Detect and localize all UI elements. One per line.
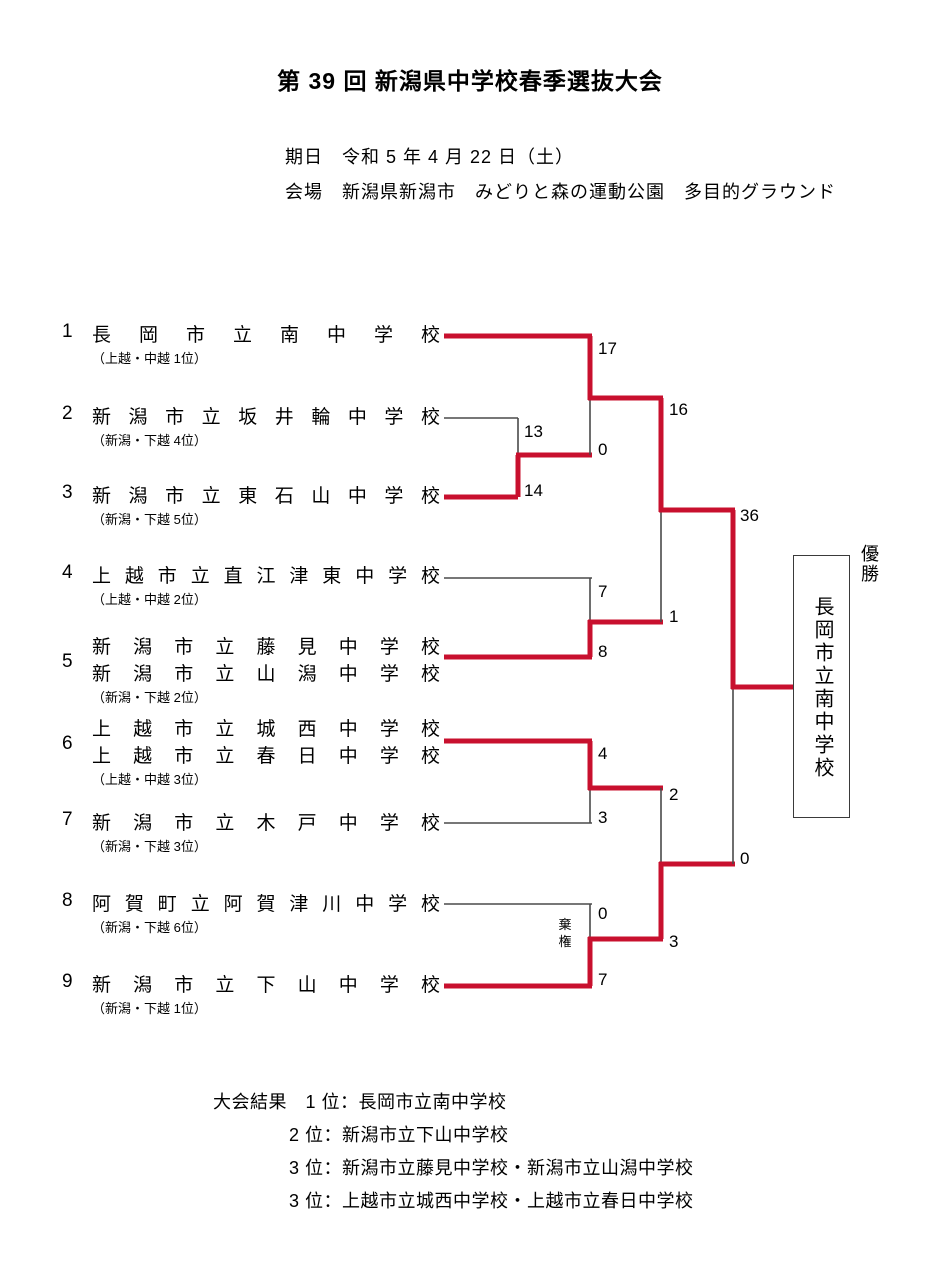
entry-names: 新潟市立東石山中学校 （新潟・下越 5位） <box>92 483 440 530</box>
score-r2-upper-lower: 0 <box>598 440 607 459</box>
entry-seed: 9 <box>62 971 73 992</box>
entry-names: 上越市立直江津東中学校 （上越・中越 2位） <box>92 563 440 610</box>
entry-school: 新潟市立藤見中学校 <box>92 637 440 658</box>
entry-school: 新潟市立山潟中学校 <box>92 664 440 685</box>
entry-qualification: （上越・中越 1位） <box>92 351 207 366</box>
results-line: 大会結果 1 位：長岡市立南中学校 <box>213 1086 694 1119</box>
score-r1-seed5: 8 <box>598 642 607 661</box>
entry-seed: 7 <box>62 809 73 830</box>
score-r2-lower-lower: 3 <box>669 932 678 951</box>
entry-seed: 1 <box>62 321 73 342</box>
entry-names: 新潟市立下山中学校 （新潟・下越 1位） <box>92 972 440 1019</box>
entry-school: 阿賀町立阿賀津川中学校 <box>92 894 440 915</box>
entry-qualification: （上越・中越 3位） <box>92 772 207 787</box>
results-line: 3 位：新潟市立藤見中学校・新潟市立山潟中学校 <box>213 1152 694 1185</box>
entry-names: 上越市立城西中学校 上越市立春日中学校 （上越・中越 3位） <box>92 716 440 790</box>
entry-school: 長岡市立南中学校 <box>92 325 440 346</box>
entry-names: 新潟市立坂井輪中学校 （新潟・下越 4位） <box>92 404 440 451</box>
results-rank-3a: 3 位：新潟市立藤見中学校・新潟市立山潟中学校 <box>289 1158 694 1178</box>
entry-qualification: （新潟・下越 2位） <box>92 690 207 705</box>
entry-seed: 3 <box>62 482 73 503</box>
entry-names: 長岡市立南中学校 （上越・中越 1位） <box>92 322 440 369</box>
entry-qualification: （新潟・下越 3位） <box>92 839 207 854</box>
entry-seed: 2 <box>62 403 73 424</box>
score-r1-seed2: 13 <box>524 422 543 441</box>
score-r3-upper: 16 <box>669 400 688 419</box>
entry-school: 上越市立直江津東中学校 <box>92 566 440 587</box>
results-line: 3 位：上越市立城西中学校・上越市立春日中学校 <box>213 1185 694 1218</box>
results-rank-3b: 3 位：上越市立城西中学校・上越市立春日中学校 <box>289 1191 694 1211</box>
score-semi-lower: 0 <box>740 849 749 868</box>
entry-seed: 5 <box>62 651 73 672</box>
entry-school: 新潟市立坂井輪中学校 <box>92 407 440 428</box>
score-semi-upper: 36 <box>740 506 759 525</box>
entry-names: 新潟市立藤見中学校 新潟市立山潟中学校 （新潟・下越 2位） <box>92 634 440 708</box>
champion-label: 優勝 <box>859 544 879 584</box>
entry-seed: 4 <box>62 562 73 583</box>
event-date: 期日 令和 5 年 4 月 22 日（土） <box>285 147 575 167</box>
entry-list: 1 長岡市立南中学校 （上越・中越 1位） 2 新潟市立坂井輪中学校 （新潟・下… <box>0 0 460 1060</box>
entry-school: 上越市立城西中学校 <box>92 719 440 740</box>
entry-names: 新潟市立木戸中学校 （新潟・下越 3位） <box>92 810 440 857</box>
entry-school: 新潟市立東石山中学校 <box>92 486 440 507</box>
entry-qualification: （新潟・下越 4位） <box>92 433 207 448</box>
results-rank-2: 2 位：新潟市立下山中学校 <box>289 1125 509 1145</box>
entry-school: 上越市立春日中学校 <box>92 746 440 767</box>
entry-school: 新潟市立下山中学校 <box>92 975 440 996</box>
score-r1-seed9: 7 <box>598 970 607 989</box>
entry-qualification: （新潟・下越 6位） <box>92 920 207 935</box>
entry-seed: 6 <box>62 733 73 754</box>
results-line: 2 位：新潟市立下山中学校 <box>213 1119 694 1152</box>
entry-qualification: （上越・中越 2位） <box>92 592 207 607</box>
entry-school: 新潟市立木戸中学校 <box>92 813 440 834</box>
event-meta: 期日 令和 5 年 4 月 22 日（土） 会場 新潟県新潟市 みどりと森の運動… <box>285 140 836 210</box>
entry-qualification: （新潟・下越 5位） <box>92 512 207 527</box>
champion-name: 長岡市立南中学校 <box>811 595 833 780</box>
champion-box: 長岡市立南中学校 <box>793 555 850 818</box>
score-r1-seed7: 3 <box>598 808 607 827</box>
forfeit-note-char2: 権 <box>558 934 571 949</box>
score-r1-seed6: 4 <box>598 744 607 763</box>
entry-seed: 8 <box>62 890 73 911</box>
entry-names: 阿賀町立阿賀津川中学校 （新潟・下越 6位） <box>92 891 440 938</box>
score-r1-seed4: 7 <box>598 582 607 601</box>
results-rank-1: 1 位：長岡市立南中学校 <box>305 1092 507 1112</box>
score-r1-seed8: 0 <box>598 904 607 923</box>
forfeit-note-char1: 棄 <box>558 917 571 932</box>
results-section: 大会結果 1 位：長岡市立南中学校 2 位：新潟市立下山中学校 3 位：新潟市立… <box>213 1086 694 1218</box>
page-title: 第 39 回 新潟県中学校春季選抜大会 <box>277 68 663 94</box>
score-r2-top: 17 <box>598 339 617 358</box>
score-r2-mid: 1 <box>669 607 678 626</box>
results-heading: 大会結果 <box>213 1092 287 1112</box>
entry-qualification: （新潟・下越 1位） <box>92 1001 207 1016</box>
event-venue: 会場 新潟県新潟市 みどりと森の運動公園 多目的グラウンド <box>285 182 836 202</box>
score-r2-lower-upper: 2 <box>669 785 678 804</box>
score-r1-seed3: 14 <box>524 481 543 500</box>
